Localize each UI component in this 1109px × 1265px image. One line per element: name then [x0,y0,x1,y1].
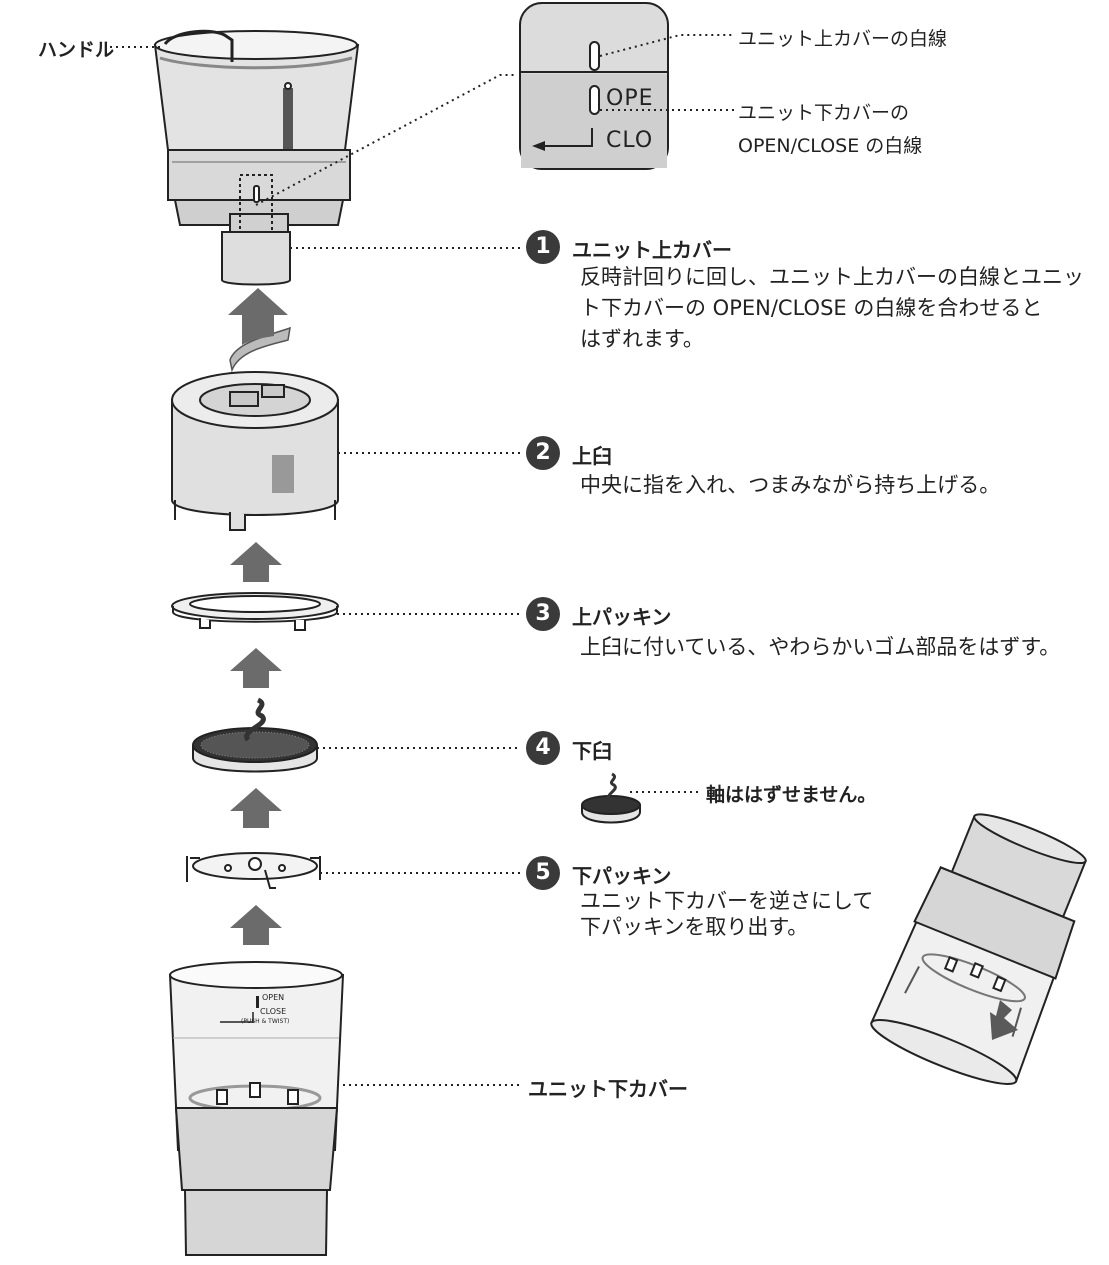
step-1-desc-2: ト下カバーの OPEN/CLOSE の白線を合わせると [580,296,1043,320]
upper-cover-unit [153,29,360,286]
step-5-title: 下パッキン [572,864,672,888]
up-arrow-icon [230,648,282,688]
lower-cover-inverted-part [870,813,1087,1085]
step-4-title: 下臼 [572,739,612,763]
lower-burr-part [192,697,318,773]
step-4-badge: 4 [526,731,560,765]
step-2-title: 上臼 [572,444,612,468]
inset-open-text: OPE [606,86,654,111]
rotate-arrow-icon [228,288,291,373]
cover-open-mark: OPEN [262,993,285,1002]
cover-close-mark: CLOSE [260,1007,287,1016]
step-1-desc-1: 反時計回りに回し、ユニット上カバーの白線とユニッ [580,265,1084,289]
step-1-badge: 1 [526,230,560,264]
step-5-badge: 5 [526,856,560,890]
up-arrow-icon [230,905,282,945]
step-1-desc-3: はずれます。 [580,327,704,351]
inset-close-text: CLO [606,128,654,153]
cover-push-mark: (PUSH & TWIST) [241,1018,290,1025]
up-arrow-icon [230,788,282,828]
lower-cover-line-label-2: OPEN/CLOSE の白線 [738,135,923,157]
handle-label: ハンドル [38,39,115,61]
shaft-note-label: 軸ははずせません。 [706,784,877,806]
lower-cover-part [168,961,345,1256]
upper-packing-part [171,592,339,631]
step-5-desc-2: 下パッキンを取り出す。 [580,915,809,939]
up-arrow-icon [230,542,282,582]
lower-cover-line-label-1: ユニット下カバーの [738,102,910,124]
step-2-desc-1: 中央に指を入れ、つまみながら持ち上げる。 [580,473,1001,497]
lower-burr-small-part [581,772,641,824]
upper-cover-line-label: ユニット上カバーの白線 [738,28,948,50]
lower-cover-label: ユニット下カバー [528,1077,688,1101]
alignment-closeup-inset [519,2,669,170]
down-arrow-icon [990,1000,1018,1040]
step-3-desc-1: 上臼に付いている、やわらかいゴム部品をはずす。 [580,635,1061,659]
step-3-badge: 3 [526,597,560,631]
step-5-desc-1: ユニット下カバーを逆さにして [580,889,874,913]
upper-burr-part [171,371,339,531]
step-1-title: ユニット上カバー [572,238,732,262]
step-3-title: 上パッキン [572,605,672,629]
step-2-badge: 2 [526,436,560,470]
lower-packing-part [186,852,321,889]
